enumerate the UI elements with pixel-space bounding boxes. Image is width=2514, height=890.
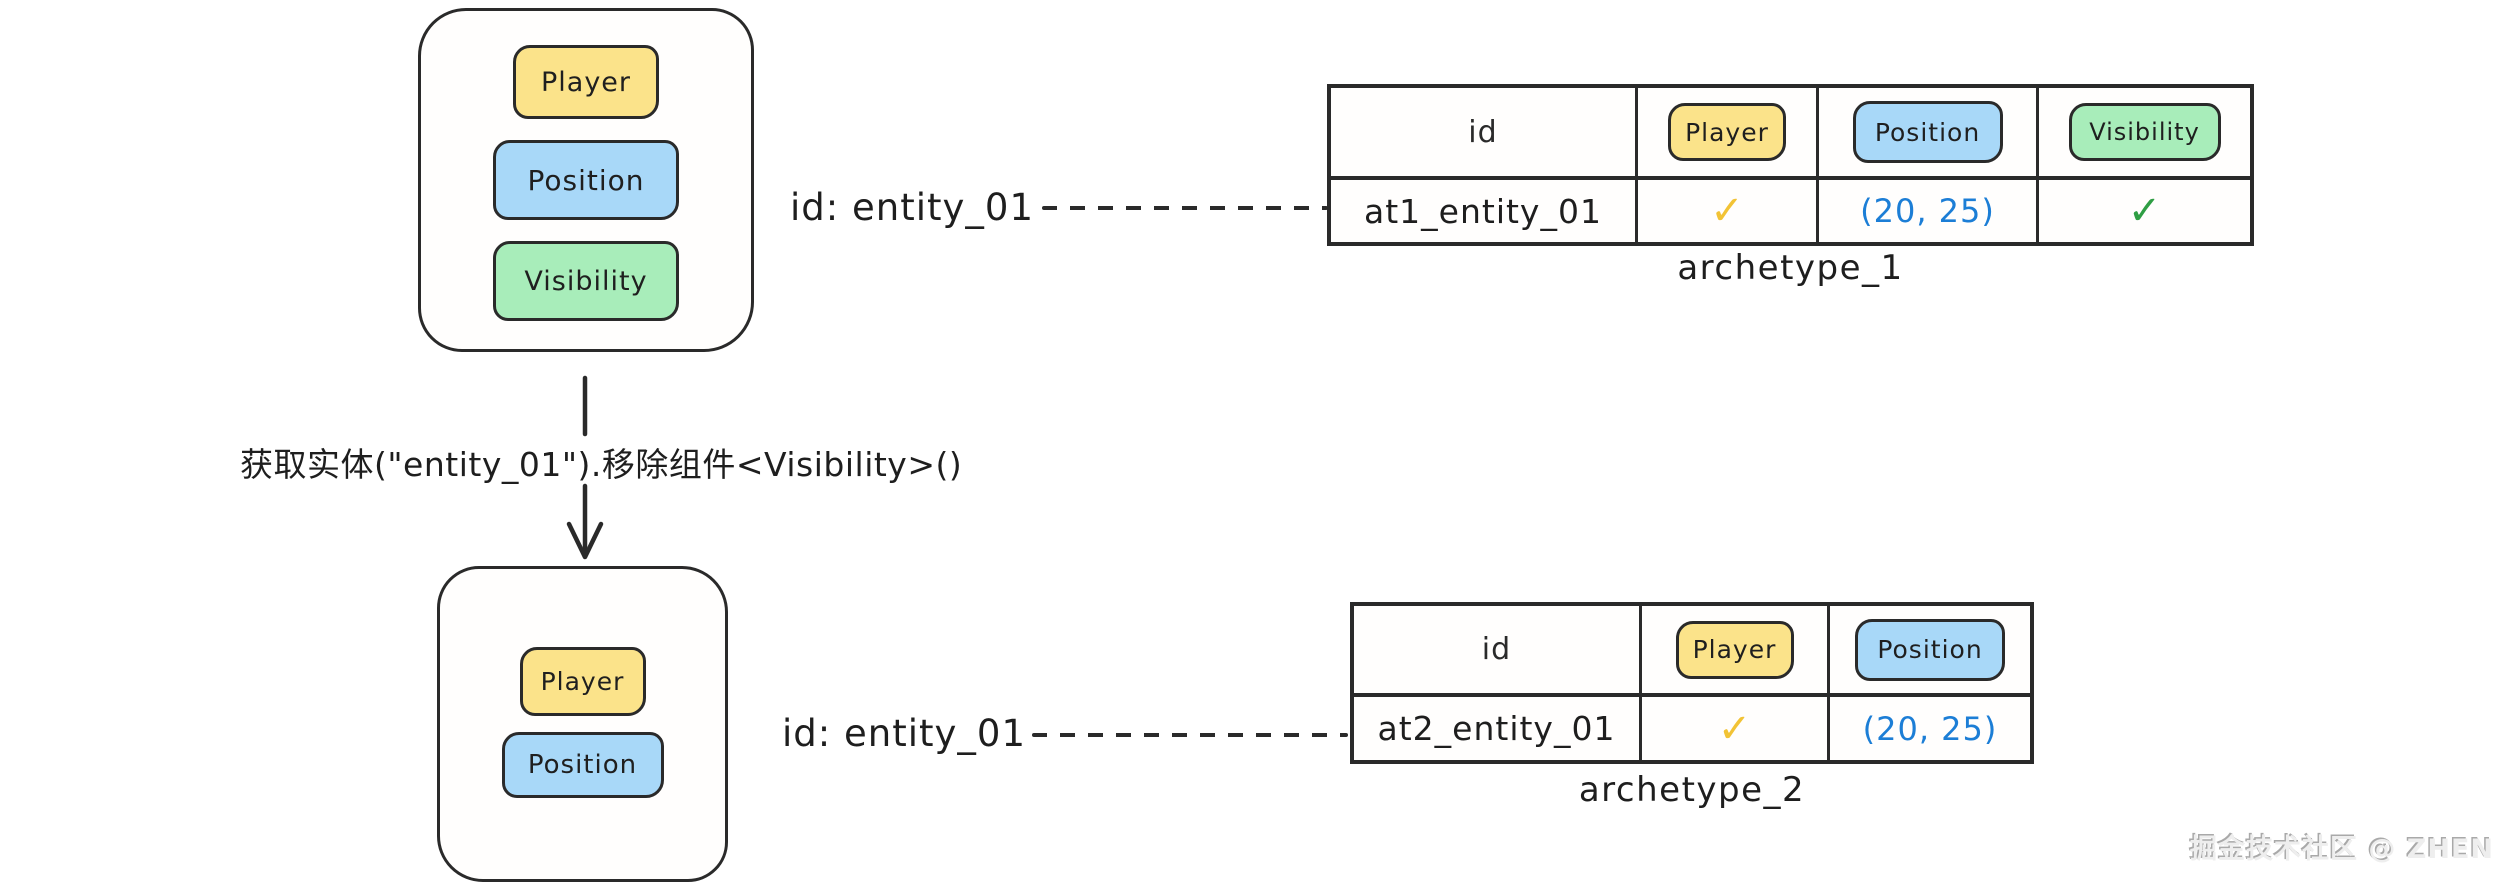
column-header-id: id [1331, 88, 1638, 176]
table-header-row: id Player Position [1354, 606, 2030, 697]
check-icon: ✓ [2127, 188, 2162, 234]
component-badge-player: Player [513, 45, 659, 119]
archetype-1-caption: archetype_1 [1677, 248, 1904, 288]
cell-player-check: ✓ [1642, 697, 1830, 760]
column-header-visibility: Visibility [2039, 88, 2250, 176]
column-header-label: id [1481, 632, 1512, 667]
component-badge-visibility: Visibility [493, 241, 679, 321]
component-badge-position: Position [493, 140, 679, 220]
column-header-id: id [1354, 606, 1642, 693]
cell-visibility-check: ✓ [2039, 180, 2250, 242]
watermark: 掘金技术社区 @ ZHEN [2189, 834, 2494, 865]
component-badge-player: Player [519, 647, 646, 716]
down-arrow-icon [566, 375, 604, 560]
table-header-row: id Player Position Visibility [1331, 88, 2250, 180]
table-row: at2_entity_01 ✓ (20, 25) [1354, 697, 2030, 760]
archetype-2-table: id Player Position at2_entity_01 ✓ (20, … [1350, 602, 2034, 764]
component-badge-label: Position [527, 163, 645, 197]
entity-box-before: Player Position Visibility [418, 8, 754, 352]
position-badge: Position [1852, 101, 2003, 163]
cell-entity-id: at1_entity_01 [1331, 180, 1638, 242]
column-header-label: id [1468, 114, 1498, 150]
entity-id-label-bottom: id: entity_01 [782, 712, 1026, 755]
component-badge-label: Player [540, 66, 632, 98]
archetype-2-caption: archetype_2 [1578, 770, 1806, 810]
entity-id-label-top: id: entity_01 [790, 186, 1034, 229]
player-badge: Player [1668, 103, 1786, 161]
player-badge: Player [1675, 620, 1794, 679]
column-header-player: Player [1638, 88, 1819, 176]
cell-position-value: (20, 25) [1819, 180, 2039, 242]
component-badge-label: Player [540, 667, 625, 696]
check-icon: ✓ [1717, 705, 1752, 752]
dashed-connector-bottom [1032, 733, 1348, 737]
column-header-position: Position [1830, 606, 2030, 693]
cell-player-check: ✓ [1638, 180, 1819, 242]
dashed-connector-top [1042, 206, 1328, 210]
component-badge-label: Visibility [524, 265, 648, 297]
check-icon: ✓ [1710, 188, 1744, 234]
table-row: at1_entity_01 ✓ (20, 25) ✓ [1331, 180, 2250, 242]
column-header-player: Player [1642, 606, 1830, 693]
column-header-position: Position [1819, 88, 2039, 176]
transition-label: 获取实体("entity_01").移除组件<Visibility>() [240, 445, 963, 484]
position-badge: Position [1855, 618, 2005, 681]
entity-box-after: Player Position [437, 566, 728, 882]
archetype-1-table: id Player Position Visibility at1_entity… [1327, 84, 2254, 246]
cell-position-value: (20, 25) [1862, 709, 1998, 748]
visibility-badge: Visibility [2068, 103, 2221, 161]
cell-entity-id: at2_entity_01 [1354, 697, 1642, 760]
component-badge-label: Position [527, 750, 638, 780]
component-badge-position: Position [501, 732, 664, 798]
